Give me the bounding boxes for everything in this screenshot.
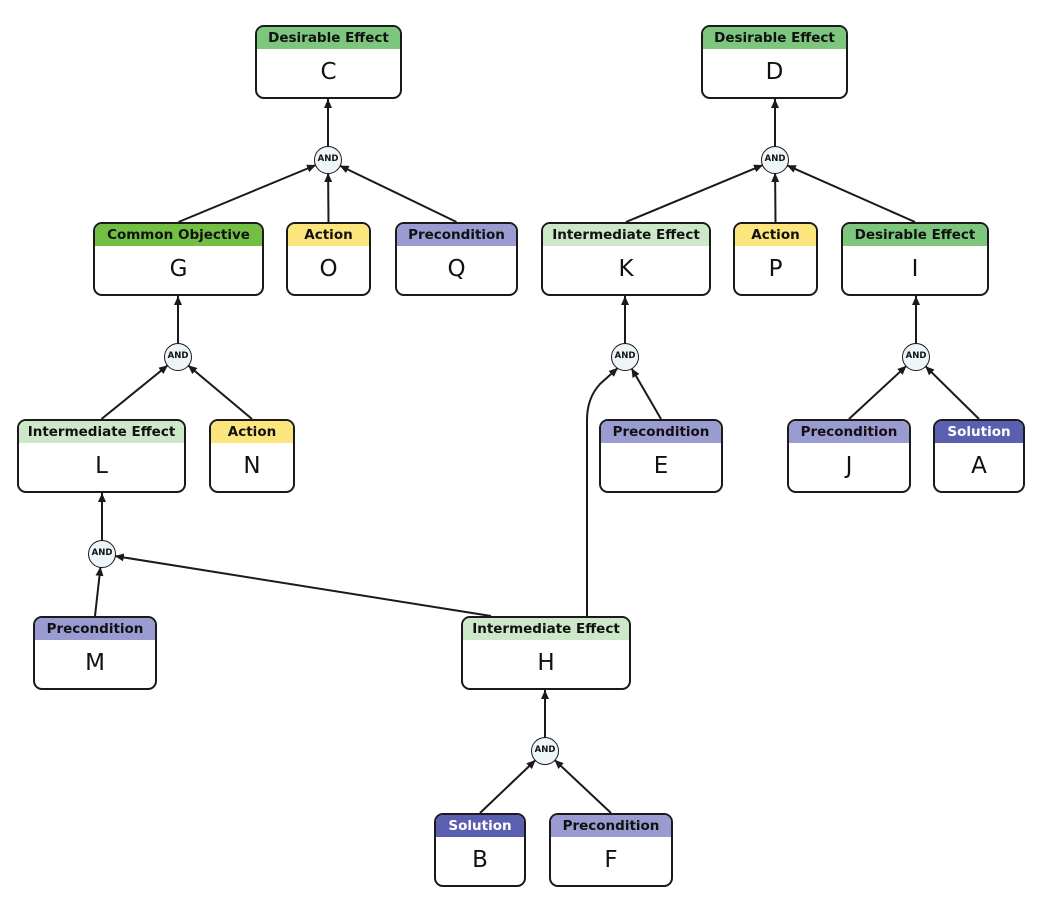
solution-header: Solution xyxy=(436,815,524,837)
node-label: G xyxy=(169,256,188,282)
arrow-e-to-gate xyxy=(630,367,662,420)
intermediate-effect-header: Intermediate Effect xyxy=(19,421,184,443)
precondition-header: Precondition xyxy=(397,224,516,246)
and-gate: AND xyxy=(761,146,789,174)
and-gate: AND xyxy=(314,146,342,174)
node-label: Q xyxy=(447,256,466,282)
precondition-header: Precondition xyxy=(551,815,671,837)
arrow-q-to-gate xyxy=(339,164,457,223)
node-label: D xyxy=(765,59,784,85)
action-header: Action xyxy=(735,224,816,246)
arrow-j-to-gate xyxy=(848,365,908,420)
and-gate: AND xyxy=(531,737,559,765)
node-label: B xyxy=(472,847,488,873)
intermediate-effect-header: Intermediate Effect xyxy=(543,224,709,246)
node-label: O xyxy=(319,256,338,282)
action-header: Action xyxy=(211,421,293,443)
node-label: E xyxy=(653,453,669,479)
node-label: M xyxy=(85,650,105,676)
node-label: P xyxy=(768,256,783,282)
arrow-f-to-gate xyxy=(553,759,612,814)
arrow-h-to-gate xyxy=(114,553,492,617)
arrow-a-to-gate xyxy=(924,365,980,420)
node-label: A xyxy=(971,453,987,479)
node-label: L xyxy=(95,453,108,479)
arrow-b-to-gate xyxy=(479,759,537,814)
precondition-header: Precondition xyxy=(601,421,721,443)
node-label: I xyxy=(911,256,919,282)
desirable-effect-header: Desirable Effect xyxy=(257,27,400,49)
desirable-effect-header: Desirable Effect xyxy=(703,27,846,49)
precondition-header: Precondition xyxy=(789,421,909,443)
arrow-l-to-gate xyxy=(100,364,169,420)
arrow-h-to-gate xyxy=(586,367,619,616)
node-label: N xyxy=(243,453,261,479)
action-header: Action xyxy=(288,224,369,246)
node-label: C xyxy=(320,59,337,85)
arrow-g-to-gate xyxy=(178,164,317,223)
arrow-k-to-gate xyxy=(625,164,764,223)
node-label: F xyxy=(604,847,618,873)
common-objective-header: Common Objective xyxy=(95,224,262,246)
arrow-m-to-gate xyxy=(94,566,104,617)
node-label: H xyxy=(537,650,555,676)
arrow-i-to-gate xyxy=(786,164,916,223)
and-gate: AND xyxy=(611,343,639,371)
and-gate: AND xyxy=(902,343,930,371)
arrow-n-to-gate xyxy=(187,364,253,420)
and-gate: AND xyxy=(164,343,192,371)
solution-header: Solution xyxy=(935,421,1023,443)
and-gate: AND xyxy=(88,540,116,568)
intermediate-effect-header: Intermediate Effect xyxy=(463,618,629,640)
node-label: J xyxy=(845,453,853,479)
precondition-header: Precondition xyxy=(35,618,155,640)
node-label: K xyxy=(618,256,634,282)
desirable-effect-header: Desirable Effect xyxy=(843,224,987,246)
